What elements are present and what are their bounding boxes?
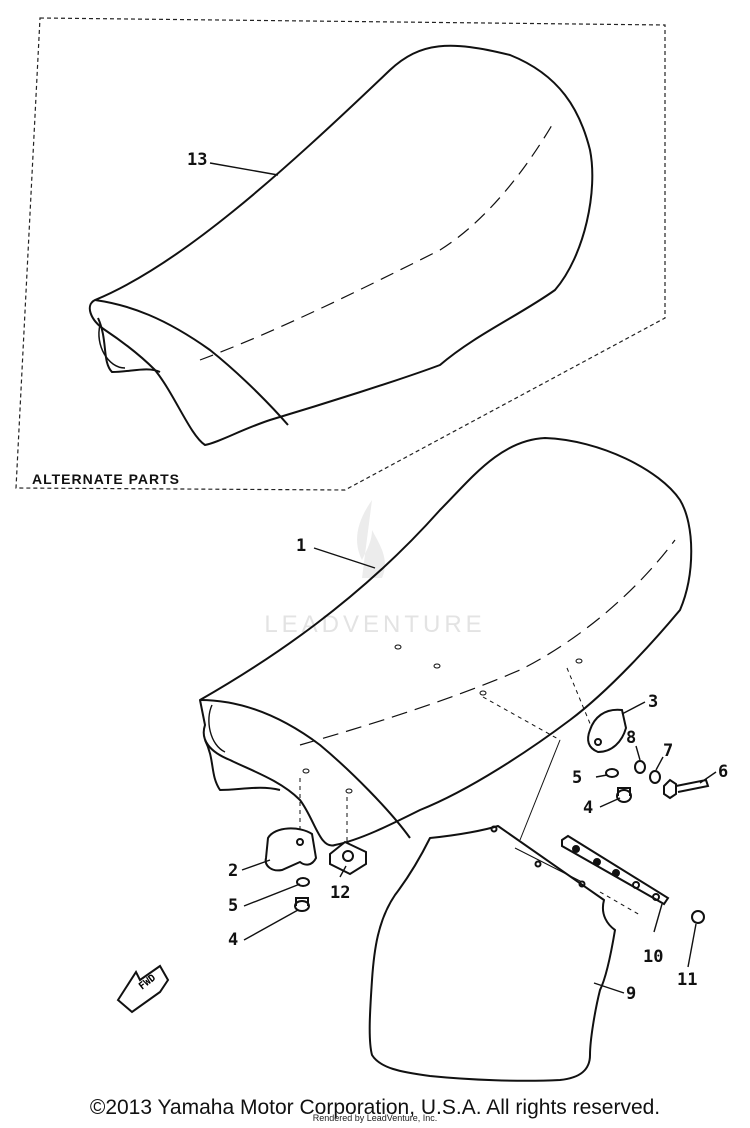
callout-2: 2 xyxy=(228,861,238,881)
copyright-notice: ©2013 Yamaha Motor Corporation, U.S.A. A… xyxy=(89,1096,661,1119)
bolt-6 xyxy=(663,778,710,800)
leadventure-watermark: LEADVENTURE xyxy=(264,500,485,638)
callout-4-right: 4 xyxy=(583,798,593,818)
callout-9: 9 xyxy=(626,984,636,1004)
bolt-4-right xyxy=(616,787,632,803)
seat-1 xyxy=(199,437,693,847)
callout-8: 8 xyxy=(626,728,636,748)
callout-4-left: 4 xyxy=(228,930,238,950)
seat-13 xyxy=(88,44,594,446)
bracket-3 xyxy=(587,708,628,754)
callout-labels: 13 1 2 5 4 12 3 8 7 6 5 4 10 11 9 xyxy=(187,150,728,1004)
callout-11: 11 xyxy=(677,970,697,990)
callout-13: 13 xyxy=(187,150,207,170)
callout-6: 6 xyxy=(718,762,728,782)
callout-10: 10 xyxy=(643,947,663,967)
callout-12: 12 xyxy=(330,883,350,903)
callout-1: 1 xyxy=(296,536,306,556)
callout-7: 7 xyxy=(663,741,673,761)
mud-flap-9 xyxy=(368,825,616,1082)
callout-5-left: 5 xyxy=(228,896,238,916)
washer-8 xyxy=(634,760,646,774)
washer-7 xyxy=(649,770,661,784)
callout-3: 3 xyxy=(648,692,658,712)
alternate-parts-box: ALTERNATE PARTS xyxy=(15,17,666,491)
nut-12 xyxy=(329,840,367,876)
flame-logo-icon xyxy=(357,500,385,578)
washer-5-right xyxy=(605,768,619,778)
leader-lines xyxy=(209,162,717,994)
bolt-4-left xyxy=(294,897,310,912)
rendered-by-notice: Rendered by LeadVenture, Inc. xyxy=(312,1113,438,1123)
bolt-11 xyxy=(691,910,705,924)
alternate-parts-title: ALTERNATE PARTS xyxy=(32,471,180,487)
stay-10 xyxy=(561,834,670,906)
callout-5-right: 5 xyxy=(572,768,582,788)
fwd-arrow-icon: FWD xyxy=(116,964,170,1014)
watermark-text: LEADVENTURE xyxy=(264,611,485,638)
bracket-2 xyxy=(264,827,318,872)
